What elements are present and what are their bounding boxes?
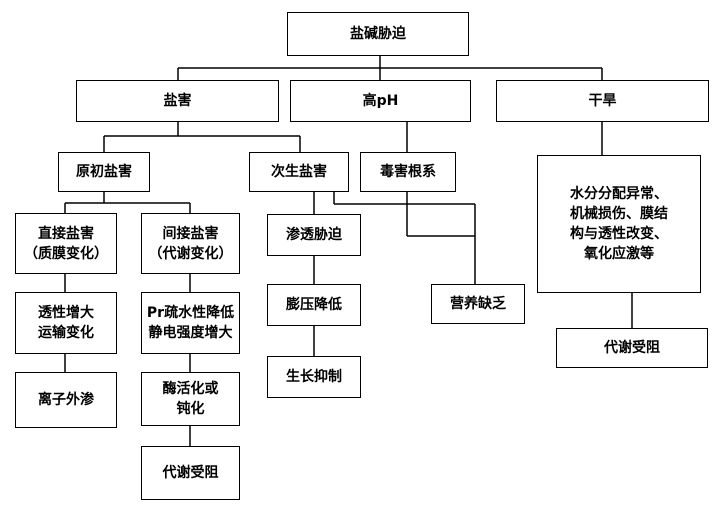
node-metabolism-blocked-right: 代谢受阻 [556,328,708,368]
node-turgor-decrease: 膨压降低 [267,284,361,326]
node-metabolism-blocked-left: 代谢受阻 [141,446,240,500]
node-drought: 干旱 [496,80,709,122]
node-indirect-salt-damage: 间接盐害 （代谢变化） [141,213,240,274]
node-permeability-increase: 透性增大 运输变化 [15,292,117,354]
node-secondary-salt-damage: 次生盐害 [249,152,349,192]
node-osmotic-stress: 渗透胁迫 [267,214,361,256]
node-direct-salt-damage: 直接盐害 （质膜变化） [15,213,117,274]
node-primary-salt-damage: 原初盐害 [58,152,150,192]
node-toxic-roots: 毒害根系 [360,152,456,192]
node-growth-inhibition: 生长抑制 [267,356,361,398]
node-nutrient-deficiency: 营养缺乏 [431,284,525,324]
node-salt-damage: 盐害 [76,80,279,122]
node-salt-alkali-stress: 盐碱胁迫 [287,12,469,56]
node-drought-effects: 水分分配异常、 机械损伤、膜结 构与透性改变、 氧化应激等 [537,155,701,293]
node-high-ph: 高pH [290,80,471,122]
node-ion-leakage: 离子外渗 [15,372,117,428]
node-enzyme-activation: 酶活化或 钝化 [141,372,240,426]
node-hydrophobicity-decrease: Pr疏水性降低 静电强度增大 [141,292,240,354]
